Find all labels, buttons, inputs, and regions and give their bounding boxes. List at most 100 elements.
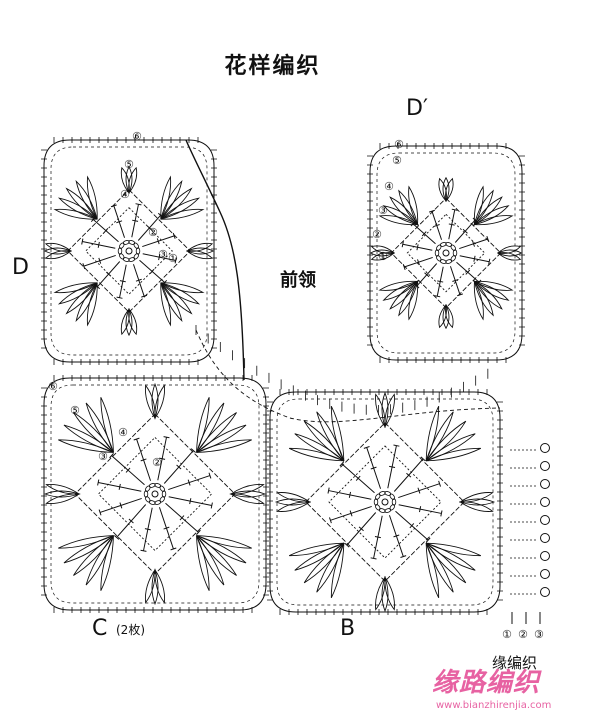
treble-stitch bbox=[401, 241, 433, 251]
treble-stitch bbox=[142, 232, 176, 248]
petal-stitch bbox=[274, 498, 312, 506]
round-number-marker: ③ bbox=[158, 248, 168, 261]
treble-stitch bbox=[157, 436, 170, 481]
petal-stitch bbox=[381, 391, 389, 429]
treble-stitch bbox=[398, 480, 442, 499]
petal-stitch bbox=[160, 282, 193, 315]
petal-stitch bbox=[472, 280, 510, 301]
petal-stitch bbox=[186, 242, 214, 252]
magic-ring bbox=[125, 247, 133, 255]
petal-stitch bbox=[43, 490, 81, 498]
treble-stitch bbox=[448, 208, 458, 240]
petal-stitch bbox=[75, 282, 98, 323]
petal-stitch bbox=[472, 215, 514, 226]
petal-stitch bbox=[445, 177, 454, 203]
motif-group bbox=[41, 137, 525, 615]
magic-ring bbox=[442, 249, 450, 257]
chain-stitch bbox=[118, 253, 125, 260]
chain-stitch bbox=[435, 244, 442, 251]
motif-border bbox=[269, 391, 501, 613]
treble-stitch bbox=[459, 255, 491, 265]
petal-stitch bbox=[276, 501, 312, 512]
neckline-edge bbox=[185, 139, 245, 381]
chain-stitch bbox=[161, 490, 167, 498]
motif-label-c: C bbox=[92, 616, 108, 641]
treble-stitch bbox=[109, 453, 145, 486]
treble-stitch bbox=[90, 216, 119, 243]
petal-stitch bbox=[196, 412, 237, 453]
round-number-marker: ④ bbox=[384, 180, 394, 193]
petal-stitch bbox=[160, 282, 172, 327]
treble-stitch bbox=[168, 472, 212, 491]
chain-stitch bbox=[148, 500, 156, 505]
chain-stitch bbox=[154, 500, 162, 505]
treble-stitch bbox=[402, 256, 433, 271]
treble-stitch bbox=[133, 437, 152, 481]
round-number-marker: ⑤ bbox=[392, 154, 402, 167]
treble-stitch bbox=[344, 512, 377, 548]
round-number-marker: ⑤ bbox=[70, 404, 80, 417]
petal-stitch bbox=[125, 307, 133, 337]
stitch-ticks bbox=[41, 375, 269, 613]
petal-stitch bbox=[196, 402, 225, 453]
treble-stitch bbox=[327, 487, 372, 500]
petal-stitch bbox=[473, 189, 494, 227]
treble-stitch bbox=[142, 253, 177, 264]
inner-square bbox=[97, 436, 213, 552]
petal-stitch bbox=[154, 568, 166, 604]
motif-c bbox=[41, 375, 269, 613]
petal-stitch bbox=[58, 535, 114, 549]
chain-stitch bbox=[154, 483, 162, 488]
treble-stitch bbox=[168, 496, 213, 509]
chain-stitch bbox=[144, 496, 151, 503]
chain-stitch bbox=[117, 247, 123, 255]
edging-picot bbox=[540, 479, 550, 489]
inner-square bbox=[406, 213, 486, 293]
petal-stitch bbox=[154, 384, 166, 420]
motif-c-count: (2枚) bbox=[116, 623, 145, 637]
treble-stitch bbox=[132, 264, 148, 298]
petal-stitch bbox=[196, 535, 247, 564]
chain-stitch bbox=[133, 253, 140, 260]
chain-stitch bbox=[128, 257, 136, 262]
petal-stitch bbox=[472, 205, 510, 226]
treble-stitch bbox=[131, 203, 142, 238]
treble-stitch bbox=[370, 515, 383, 560]
treble-stitch bbox=[98, 497, 142, 516]
chain-stitch bbox=[435, 255, 442, 262]
petal-stitch bbox=[445, 303, 454, 329]
petal-stitch bbox=[408, 185, 419, 227]
chain-stitch bbox=[389, 504, 396, 511]
edging-picot bbox=[540, 515, 550, 525]
magic-ring bbox=[151, 490, 159, 498]
petal-stitch bbox=[276, 492, 312, 503]
stitch-ticks bbox=[41, 137, 217, 365]
petal-stitch bbox=[442, 176, 450, 203]
petal-stitch bbox=[458, 492, 494, 503]
chain-stitch bbox=[148, 483, 156, 488]
petal-stitch bbox=[382, 280, 420, 301]
watermark-url: www.bianzhirenjia.com bbox=[436, 700, 552, 711]
motif-inner-border bbox=[50, 146, 208, 356]
diagram-title: 花样编织 bbox=[224, 54, 321, 79]
edging-label: 缘编织 bbox=[492, 654, 538, 672]
petal-stitch bbox=[375, 575, 386, 611]
petal-stitch bbox=[73, 412, 114, 453]
motif-label-d-prime: D′ bbox=[406, 96, 428, 121]
petal-stitch bbox=[425, 447, 482, 462]
watermark-logo: 缘路编织 www.bianzhirenjia.com bbox=[432, 662, 592, 718]
edging-picot bbox=[540, 533, 550, 543]
petal-stitch bbox=[85, 535, 114, 586]
petal-stitch bbox=[303, 542, 345, 584]
treble-stitch bbox=[393, 456, 426, 492]
treble-stitch bbox=[428, 209, 443, 240]
petal-stitch bbox=[375, 393, 386, 429]
motif-d bbox=[41, 137, 217, 365]
treble-stitch bbox=[459, 235, 490, 250]
round-number-marker: ② bbox=[152, 456, 162, 469]
treble-stitch bbox=[94, 261, 121, 290]
petal-stitch bbox=[472, 280, 514, 291]
round-number-marker: ③ bbox=[98, 450, 108, 463]
edging-picot bbox=[540, 497, 550, 507]
petal-stitch bbox=[496, 252, 522, 261]
